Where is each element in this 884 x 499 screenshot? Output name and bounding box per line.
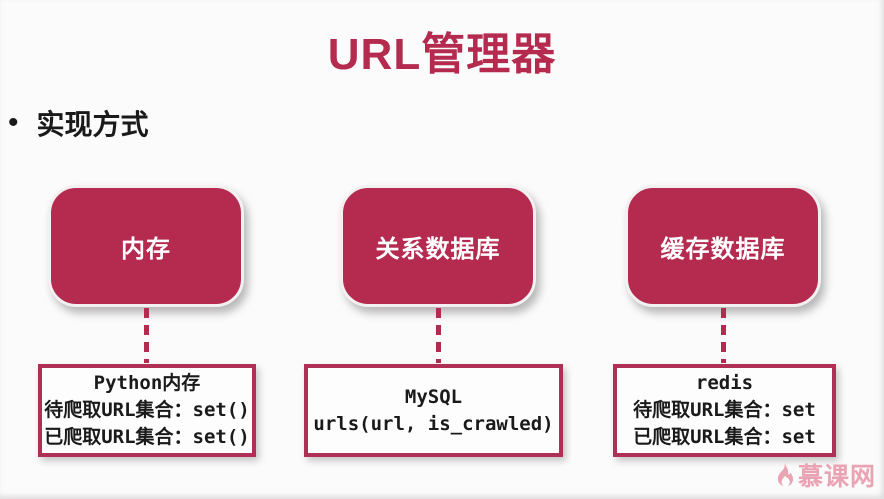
detail-box-memory: Python内存 待爬取URL集合：set() 已爬取URL集合：set()	[38, 364, 256, 457]
flame-icon	[777, 461, 794, 486]
bullet-label: 实现方式	[36, 109, 149, 140]
detail-line: 已爬取URL集合：set	[633, 426, 816, 448]
dashed-connector-relational-db	[436, 308, 441, 363]
bullet-row: • 实现方式	[8, 103, 149, 143]
method-box-memory-label: 内存	[121, 235, 171, 263]
bullet-marker: •	[8, 106, 19, 139]
dashed-connector-cache-db	[721, 308, 726, 363]
detail-line: 待爬取URL集合：set()	[44, 399, 250, 421]
dashed-connector-memory	[144, 308, 149, 363]
watermark-label: 慕课网	[797, 463, 876, 491]
method-box-relational-db: 关系数据库	[340, 185, 536, 307]
detail-line: 已爬取URL集合：set()	[44, 426, 250, 448]
page-title: URL管理器	[327, 30, 557, 79]
method-box-cache-db: 缓存数据库	[625, 185, 821, 307]
detail-line: MySQL	[404, 385, 463, 408]
detail-line: Python内存	[93, 372, 201, 394]
detail-line: redis	[695, 372, 754, 394]
method-box-relational-db-label: 关系数据库	[375, 235, 501, 263]
detail-box-relational-db: MySQL urls(url, is_crawled)	[304, 364, 563, 457]
detail-line: 待爬取URL集合：set	[633, 399, 816, 421]
detail-box-cache-db: redis 待爬取URL集合：set 已爬取URL集合：set	[613, 364, 836, 457]
watermark: 慕课网	[771, 457, 876, 493]
method-box-cache-db-label: 缓存数据库	[660, 235, 786, 263]
method-box-memory: 内存	[48, 185, 244, 307]
detail-line: urls(url, is_crawled)	[313, 412, 554, 435]
